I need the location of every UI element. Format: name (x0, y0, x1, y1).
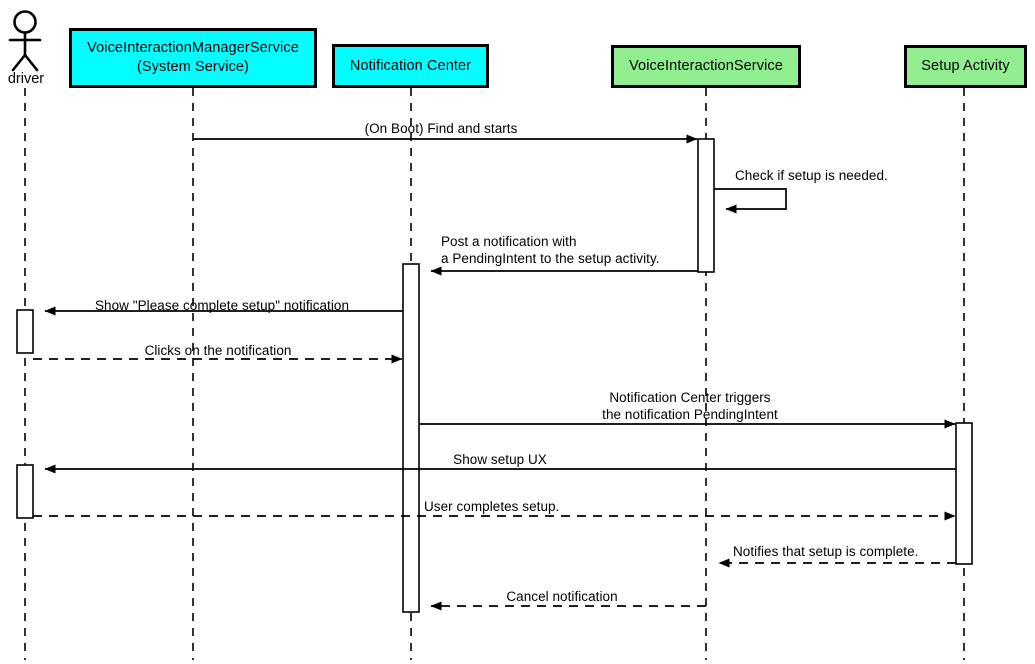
actor-driver-label: driver (7, 71, 45, 87)
message-label-check-if-setup-is-needed: Check if setup is needed. (735, 168, 888, 183)
activation-voice-interaction-service (697, 138, 715, 273)
message-label-notifies-that-setup-is-complete: Notifies that setup is complete. (733, 544, 919, 559)
message-label-show-setup-ux: Show setup UX (453, 452, 547, 467)
message-label-clicks-on-the-notification: Clicks on the notification (144, 343, 292, 358)
lifeline-header-setup-activity-label: Setup Activity (921, 58, 1010, 75)
activation-notification-center (402, 263, 420, 613)
message-arrow-check-if-setup-is-needed (714, 188, 787, 214)
lifeline-header-notification-center-label: Notification Center (349, 57, 472, 74)
lifeline-header-notification-center[interactable]: Notification Center (332, 44, 489, 88)
message-label-on-boot-find-and-starts: (On Boot) Find and starts (364, 121, 518, 136)
actor-driver-icon (8, 10, 42, 72)
lifeline-header-setup-activity[interactable]: Setup Activity (904, 45, 1027, 88)
message-label-cancel-notification: Cancel notification (506, 589, 618, 604)
message-label-user-completes-setup: User completes setup. (424, 499, 560, 514)
message-label-show-please-complete-setup-notification: Show "Please complete setup" notificatio… (94, 298, 350, 313)
activation-driver-1 (16, 309, 34, 354)
message-label-notification-center-triggers: Notification Center triggers the notific… (602, 390, 778, 422)
lifeline-header-vims[interactable]: VoiceInteractionManagerService (System S… (69, 28, 317, 88)
lifeline-header-voice-interaction-service[interactable]: VoiceInteractionService (611, 45, 801, 88)
activation-driver-2 (16, 464, 34, 519)
lifeline-header-vims-label: VoiceInteractionManagerService (System S… (87, 40, 299, 75)
message-label-post-a-notification: Post a notification with a PendingIntent… (441, 234, 660, 266)
lifeline-header-voice-interaction-service-label: VoiceInteractionService (629, 58, 783, 75)
activation-setup-activity (955, 422, 973, 565)
